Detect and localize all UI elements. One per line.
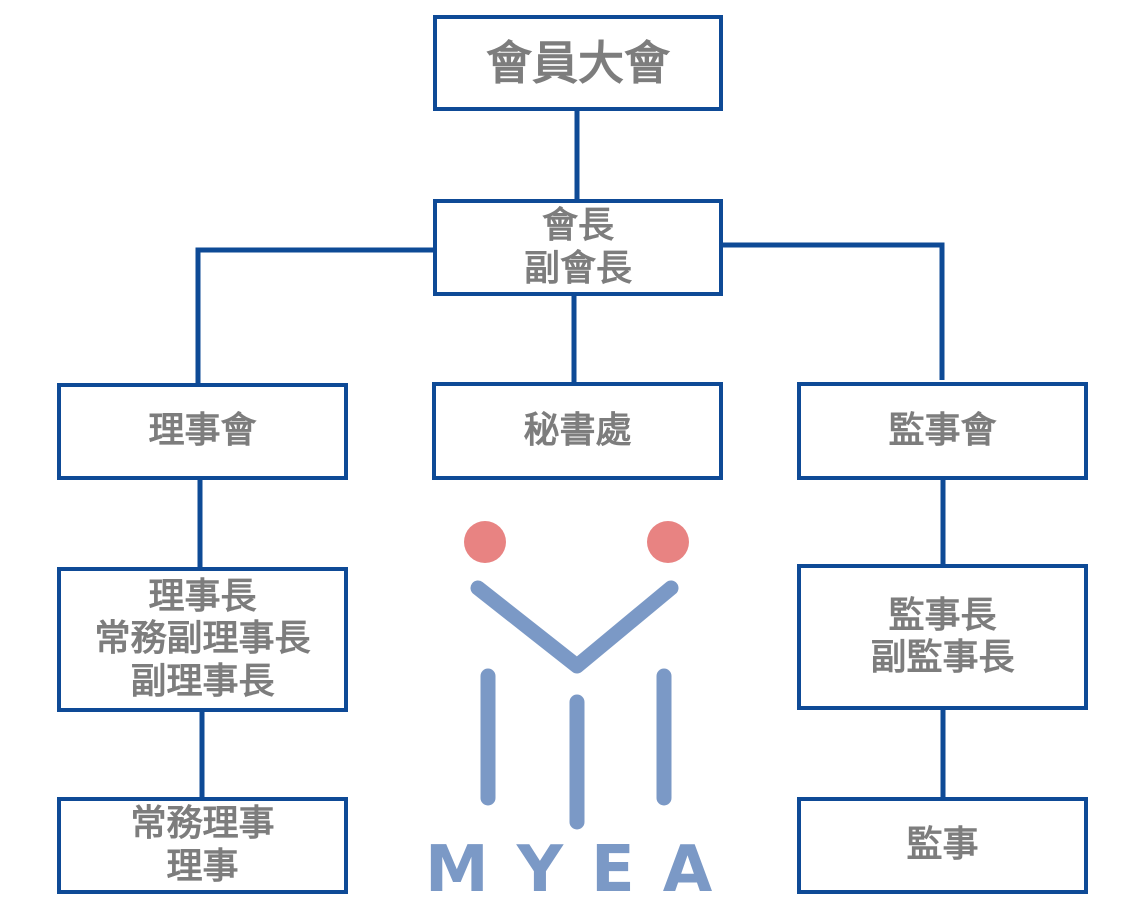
node-label: 副理事長 [130, 660, 275, 702]
node-directors-members: 常務理事 理事 [57, 797, 348, 894]
node-label: 會員大會 [486, 35, 670, 90]
node-label: 監事長 [888, 594, 997, 636]
connector-president-board [195, 247, 433, 384]
node-label: 監事會 [888, 409, 997, 451]
node-supervisors-officers: 監事長 副監事長 [797, 564, 1088, 710]
node-label: 監事 [906, 824, 979, 866]
node-board-of-supervisors: 監事會 [797, 382, 1088, 480]
node-label: 常務理事 [130, 803, 275, 845]
node-board-of-directors: 理事會 [57, 383, 348, 480]
node-label: 常務副理事長 [94, 618, 311, 660]
node-secretariat: 秘書處 [432, 382, 723, 480]
node-directors-officers: 理事長 常務副理事長 副理事長 [57, 567, 348, 712]
node-general-assembly: 會員大會 [433, 15, 723, 111]
logo-dot-left-icon [464, 521, 506, 563]
connector-president-supervisors [722, 242, 945, 380]
node-president: 會長 副會長 [433, 199, 723, 296]
logo-dot-right-icon [647, 521, 689, 563]
node-label: 理事會 [148, 410, 257, 452]
node-label: 秘書處 [523, 409, 632, 451]
node-label: 副會長 [523, 247, 632, 289]
logo-arms-icon [470, 580, 679, 674]
node-supervisors-members: 監事 [797, 797, 1088, 894]
logo-wordmark: MYEA [425, 833, 741, 907]
myea-figure-logo-icon [464, 521, 689, 830]
node-label: 副監事長 [870, 637, 1015, 678]
node-label: 理事長 [148, 575, 257, 617]
node-label: 理事 [166, 845, 239, 887]
node-label: 會長 [541, 205, 614, 247]
